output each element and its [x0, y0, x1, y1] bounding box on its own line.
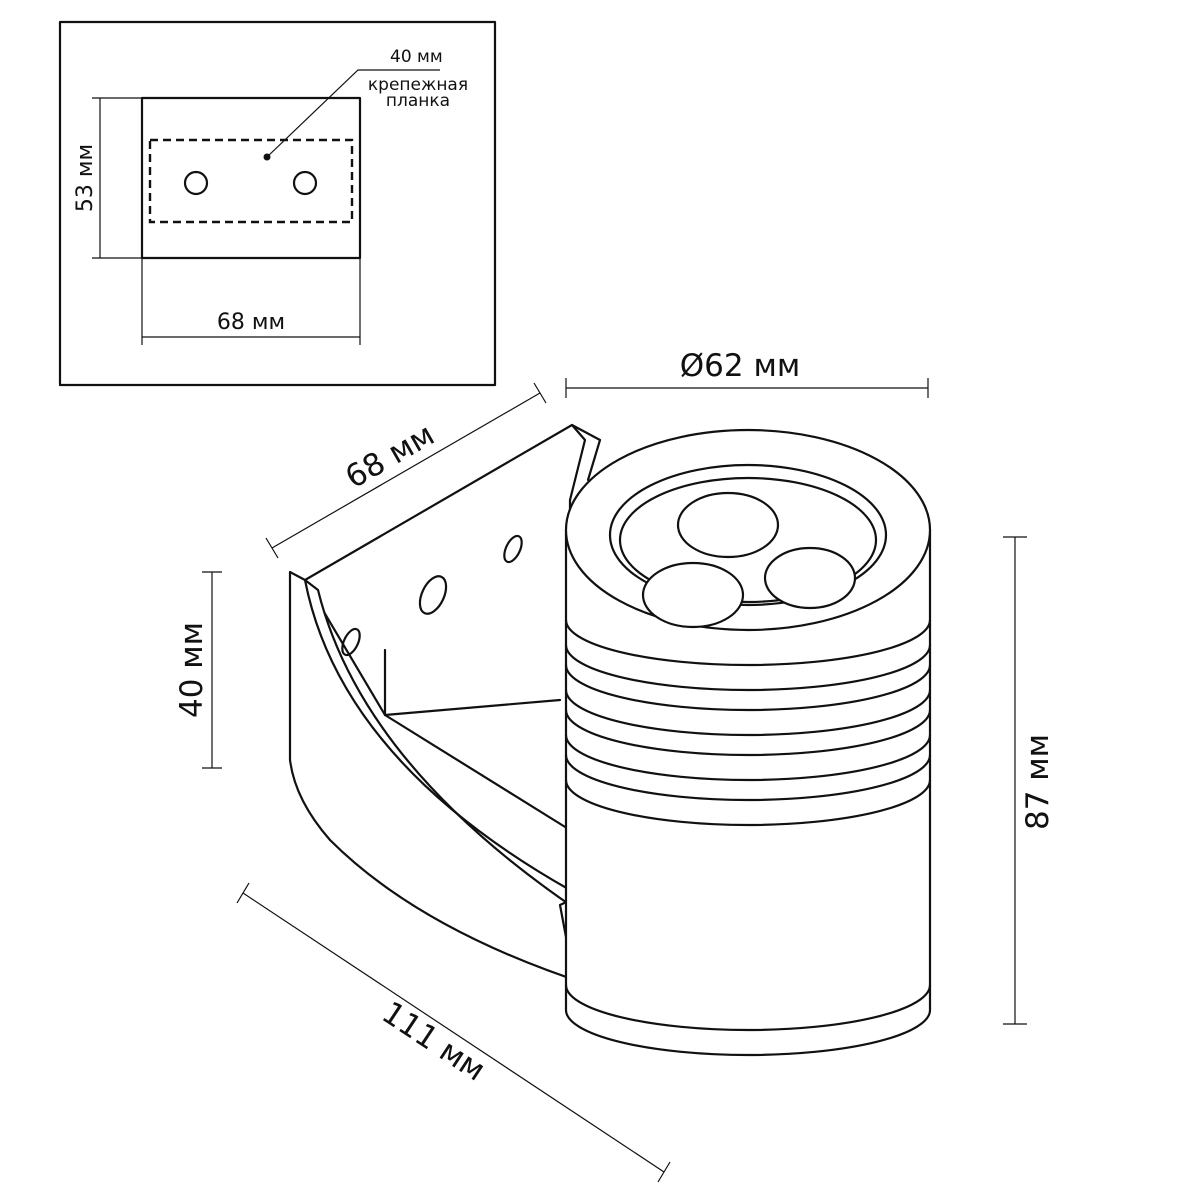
bracket-hole-3: [503, 534, 523, 564]
lamp-cylinder: [564, 428, 932, 1057]
inset-view: 40 мм крепежная планка 53 мм 68 мм: [58, 20, 497, 387]
lamp-isometric-view: Ø62 мм 68 мм 40 мм 87 мм 111 мм: [174, 348, 1056, 1183]
cylinder-body: [564, 528, 932, 1057]
bracket-hole-2: [418, 575, 448, 615]
leader-line: [266, 69, 440, 158]
lens-ring-inner: [618, 476, 878, 604]
label-diameter-62: Ø62 мм: [680, 348, 800, 384]
led-lens-right: [763, 546, 857, 610]
label-53mm: 53 мм: [73, 144, 98, 212]
plate-outline: [140, 96, 362, 260]
lens-ring-outer: [608, 463, 888, 607]
label-plate-line1: крепежная: [368, 75, 468, 95]
label-87mm: 87 мм: [1020, 734, 1056, 830]
led-lens-left: [641, 561, 745, 629]
mount-hole-left: [183, 170, 209, 196]
bracket-side-arm: [288, 570, 622, 987]
label-40mm-inset: 40 мм: [390, 47, 443, 67]
label-40mm-main: 40 мм: [174, 622, 210, 718]
dim-68-line: [271, 392, 541, 549]
label-68mm-main: 68 мм: [339, 417, 440, 496]
label-68mm-inset: 68 мм: [217, 310, 285, 335]
dim-111-line: [242, 892, 665, 1173]
inset-frame: [58, 20, 497, 387]
mount-hole-right: [292, 170, 318, 196]
led-lens-top: [676, 491, 780, 559]
bracket-hole-1: [341, 627, 361, 657]
label-111mm: 111 мм: [375, 995, 491, 1089]
mounting-plate-dashed: [148, 138, 354, 224]
label-plate-line2: планка: [386, 91, 450, 111]
